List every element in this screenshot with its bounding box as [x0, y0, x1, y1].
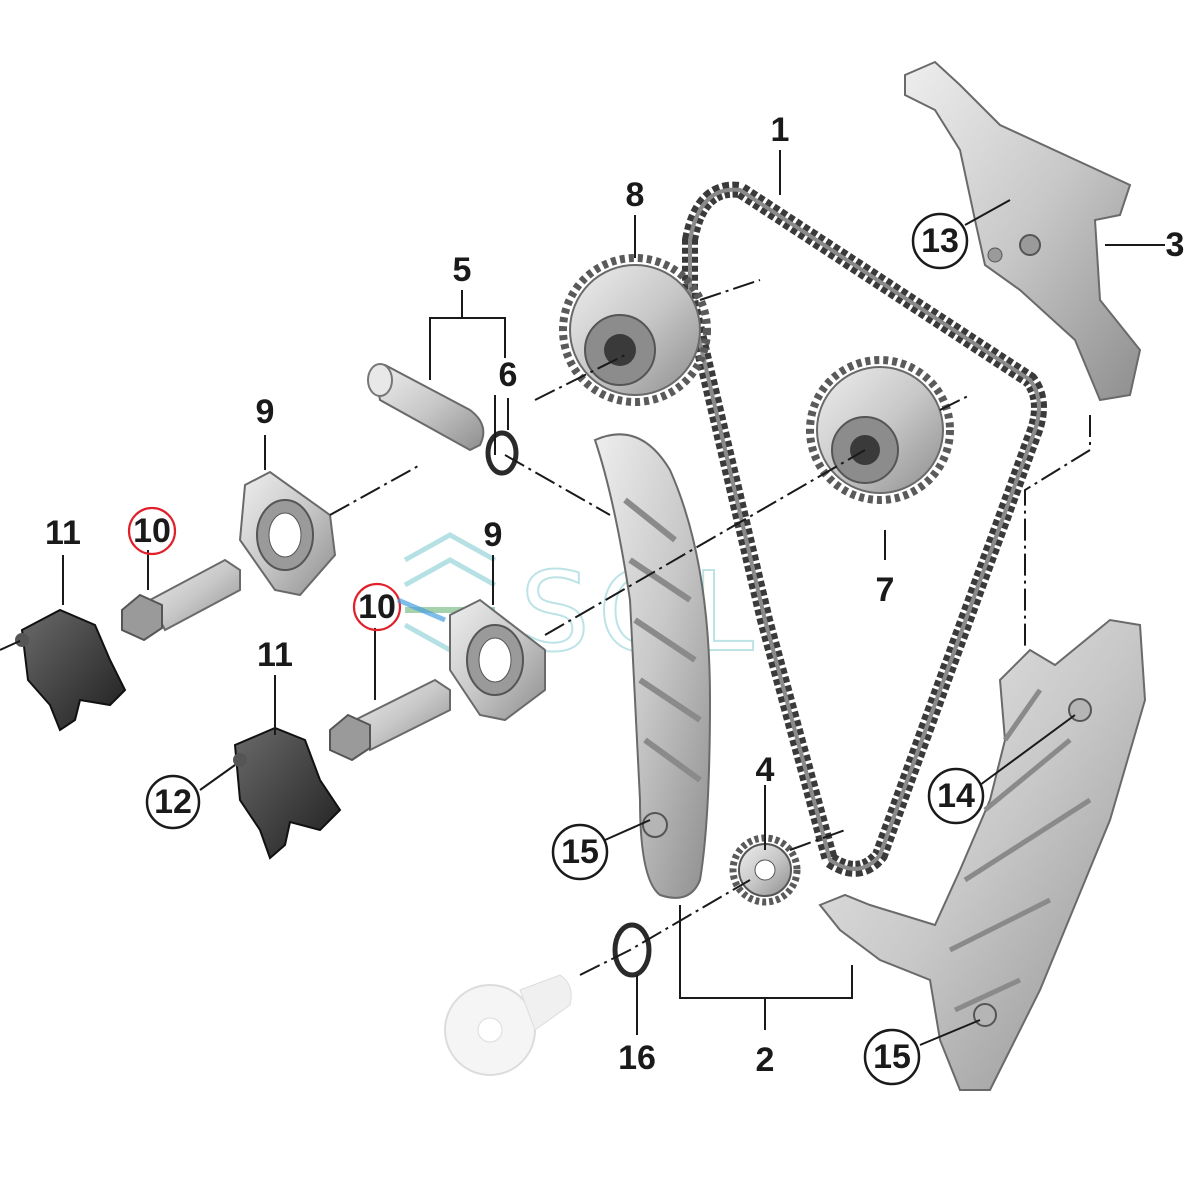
label-12: 12 [154, 783, 192, 821]
callout-circle-15-left [551, 823, 609, 881]
trigger-wheel-9-lower [449, 598, 546, 722]
callout-circle-14 [927, 767, 985, 825]
timing-chain [682, 181, 1047, 877]
label-11-lower: 11 [257, 636, 293, 674]
label-6: 6 [499, 356, 518, 394]
callout-circle-12 [145, 774, 201, 830]
label-3: 3 [1166, 226, 1185, 264]
highlight-circle-10-upper [127, 506, 177, 556]
callout-circle-15-right [863, 1028, 921, 1086]
label-2: 2 [756, 1041, 775, 1079]
leader-lines [0, 150, 1165, 1046]
trigger-wheel-9-upper [238, 470, 337, 597]
tensioner-rail [593, 433, 712, 899]
label-11-upper: 11 [45, 514, 81, 552]
label-13: 13 [921, 222, 959, 260]
upper-chain-guide [904, 60, 1142, 402]
label-1: 1 [771, 111, 790, 149]
solenoid-valve-11-lower [233, 726, 342, 860]
callout-circle-13 [911, 212, 969, 270]
label-8: 8 [626, 176, 645, 214]
central-valve-bolt-10-upper [121, 558, 241, 642]
label-15-left: 15 [561, 833, 599, 871]
label-9-lower: 9 [484, 516, 503, 554]
label-5: 5 [453, 251, 472, 289]
crankshaft-hub [444, 974, 572, 1076]
central-valve-bolt-10-lower [329, 678, 451, 762]
camshaft-adjuster-7 [806, 356, 954, 504]
solenoid-valve-11-upper [15, 608, 127, 732]
label-9-upper: 9 [256, 393, 275, 431]
highlight-arrow [397, 597, 446, 623]
label-14: 14 [937, 777, 975, 815]
highlight-circle-10-lower [352, 582, 402, 632]
seal-ring-16 [612, 922, 652, 978]
label-10-lower: 10 [358, 588, 396, 626]
label-4: 4 [756, 751, 775, 789]
label-10-upper: 10 [133, 512, 171, 550]
seal-ring-6 [485, 430, 519, 476]
label-15-right: 15 [873, 1038, 911, 1076]
camshaft-adjuster-8 [559, 254, 711, 406]
label-16: 16 [618, 1039, 656, 1077]
label-7: 7 [876, 571, 895, 609]
chain-tensioner-5 [367, 363, 485, 452]
lower-chain-guide [818, 618, 1147, 1091]
